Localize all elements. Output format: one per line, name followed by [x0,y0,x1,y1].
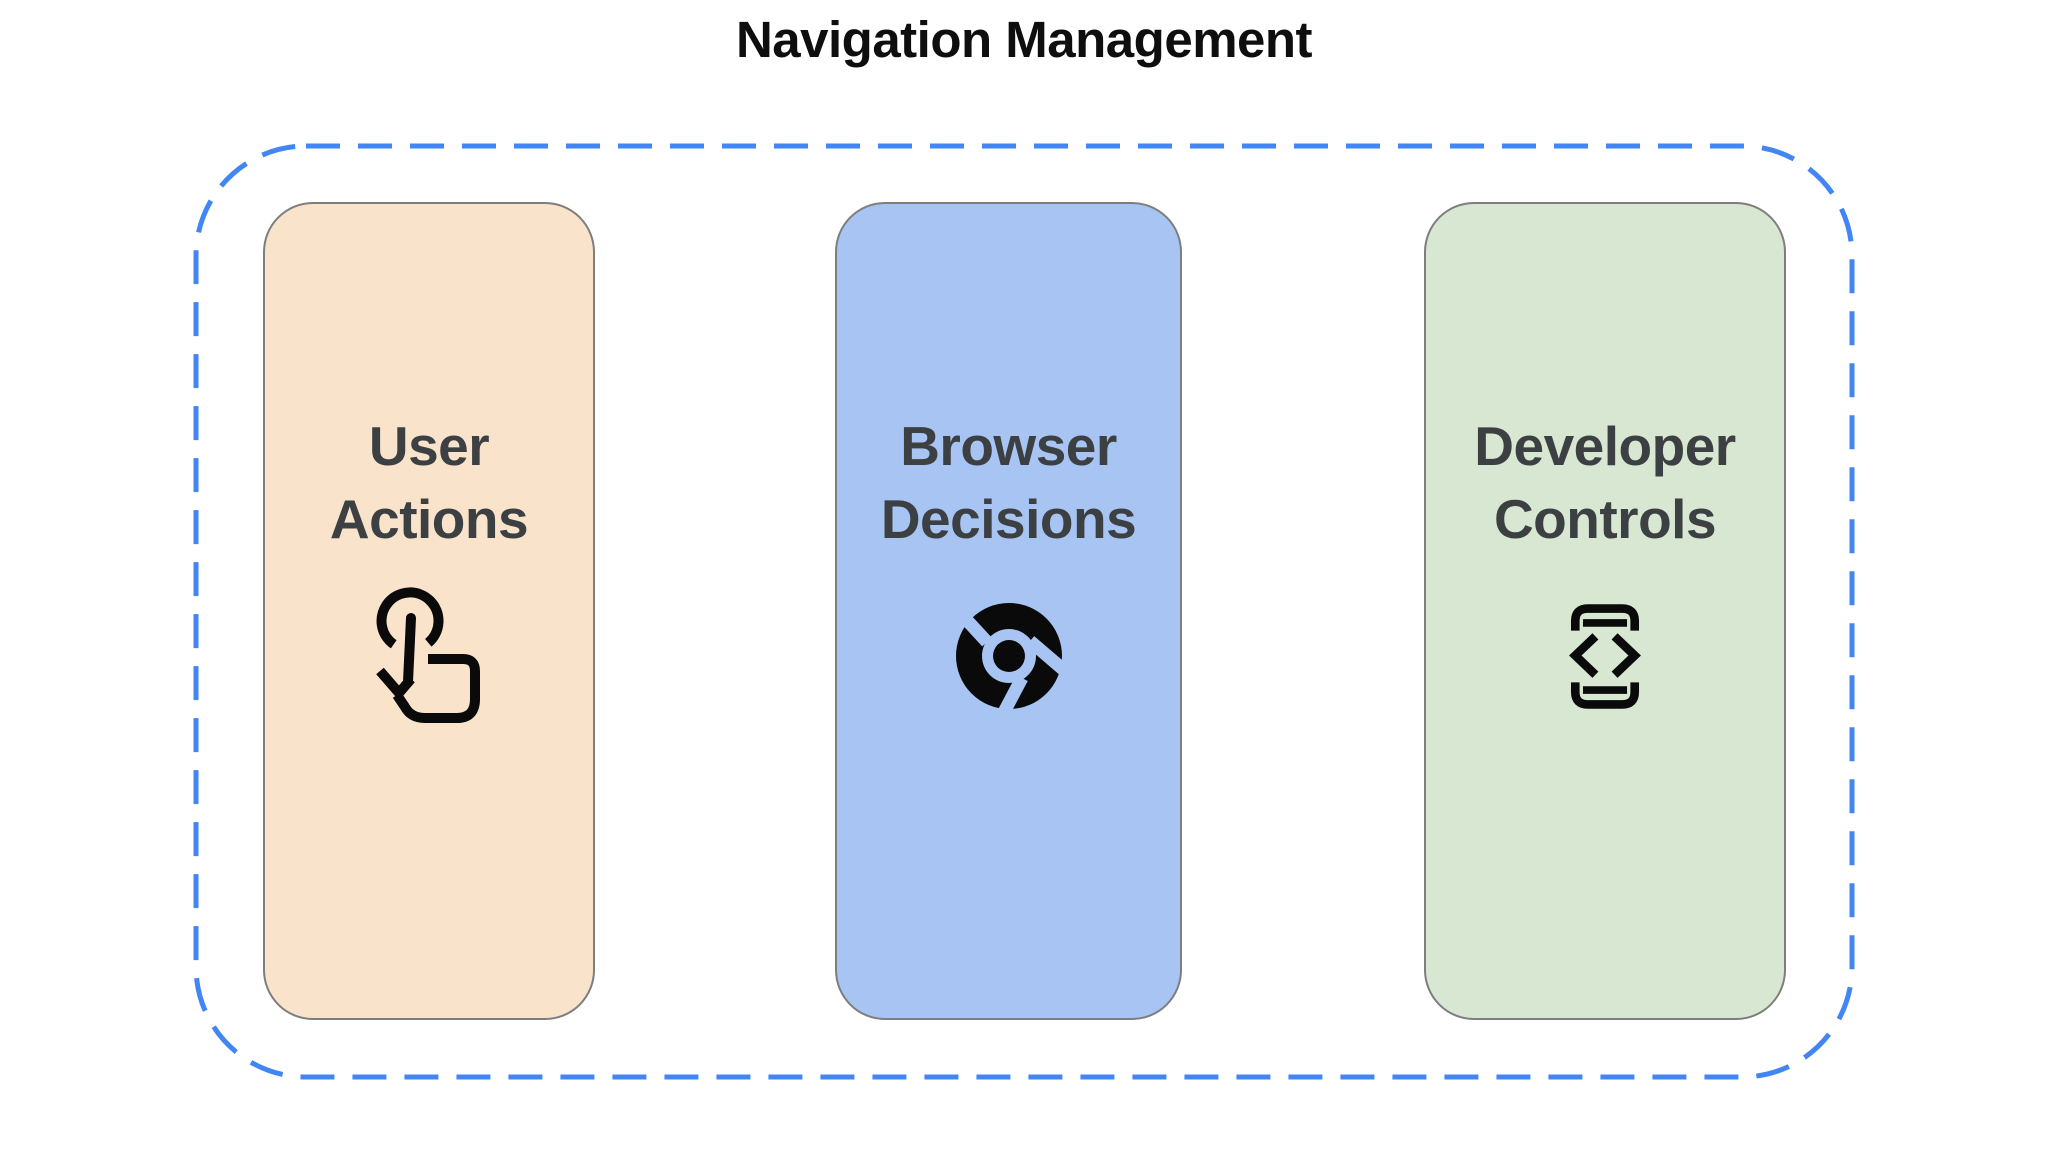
card-developer-controls: Developer Controls [1424,202,1786,1020]
chrome-slash-upper-left [957,611,992,647]
chrome-slash-right [1025,636,1069,676]
developer-mode-icon [1559,586,1651,726]
card-label: Browser Decisions [880,415,1137,550]
card-label: User Actions [329,415,529,550]
chrome-browser-icon [943,586,1075,726]
card-browser-decisions: Browser Decisions [835,202,1182,1020]
tap-gesture-icon [375,586,483,726]
chrome-slash-bottom [996,674,1028,718]
card-label: Developer Controls [1474,415,1736,550]
card-user-actions: User Actions [263,202,595,1020]
page-title: Navigation Management [735,11,1313,68]
